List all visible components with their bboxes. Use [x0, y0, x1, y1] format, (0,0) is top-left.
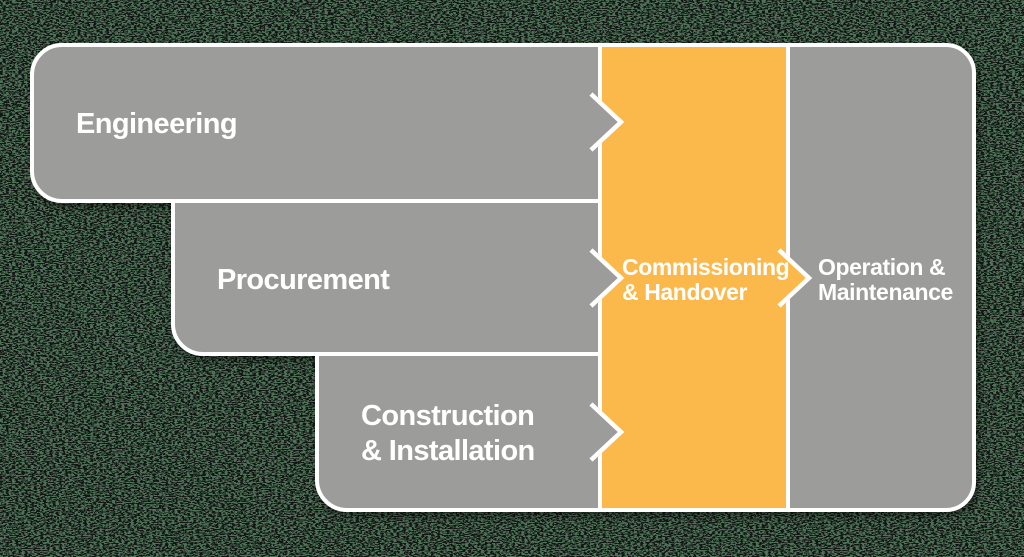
diagram-shapes: Engineering Procurement Construction & I…	[30, 43, 976, 512]
phase-label-operation-line1: Operation &	[818, 254, 945, 280]
chevron-fill	[597, 252, 621, 304]
phase-bar-procurement	[171, 199, 602, 356]
phase-label-construction-line2: & Installation	[361, 435, 535, 467]
phase-bar-engineering	[30, 43, 602, 203]
chevron-stroke	[589, 402, 625, 462]
chevron-stroke	[589, 248, 625, 308]
phase-label-engineering: Engineering	[76, 108, 237, 140]
phase-label-commissioning-line1: Commissioning	[622, 254, 789, 280]
chevron-fill	[597, 406, 621, 458]
phase-label-operation-line2: Maintenance	[818, 279, 953, 305]
chevron-right-icon-commissioning	[777, 248, 813, 308]
chevron-stroke	[589, 92, 625, 152]
phase-label-operation: Operation & Maintenance	[818, 254, 953, 305]
chevron-fill	[597, 96, 621, 148]
phase-label-construction: Construction & Installation	[361, 400, 542, 467]
chevron-right-icon-construction	[589, 402, 625, 462]
phase-label-commissioning: Commissioning & Handover	[622, 254, 795, 305]
phase-bar-construction	[315, 352, 602, 512]
chevron-fill	[785, 252, 809, 304]
phase-label-construction-line1: Construction	[361, 400, 534, 432]
phase-label-procurement: Procurement	[217, 264, 390, 296]
chevron-stroke	[777, 248, 813, 308]
chevron-right-icon-procurement	[589, 248, 625, 308]
chevron-right-icon-engineering	[589, 92, 625, 152]
phase-label-commissioning-line2: & Handover	[622, 279, 748, 305]
phase-band-operation	[786, 43, 976, 512]
